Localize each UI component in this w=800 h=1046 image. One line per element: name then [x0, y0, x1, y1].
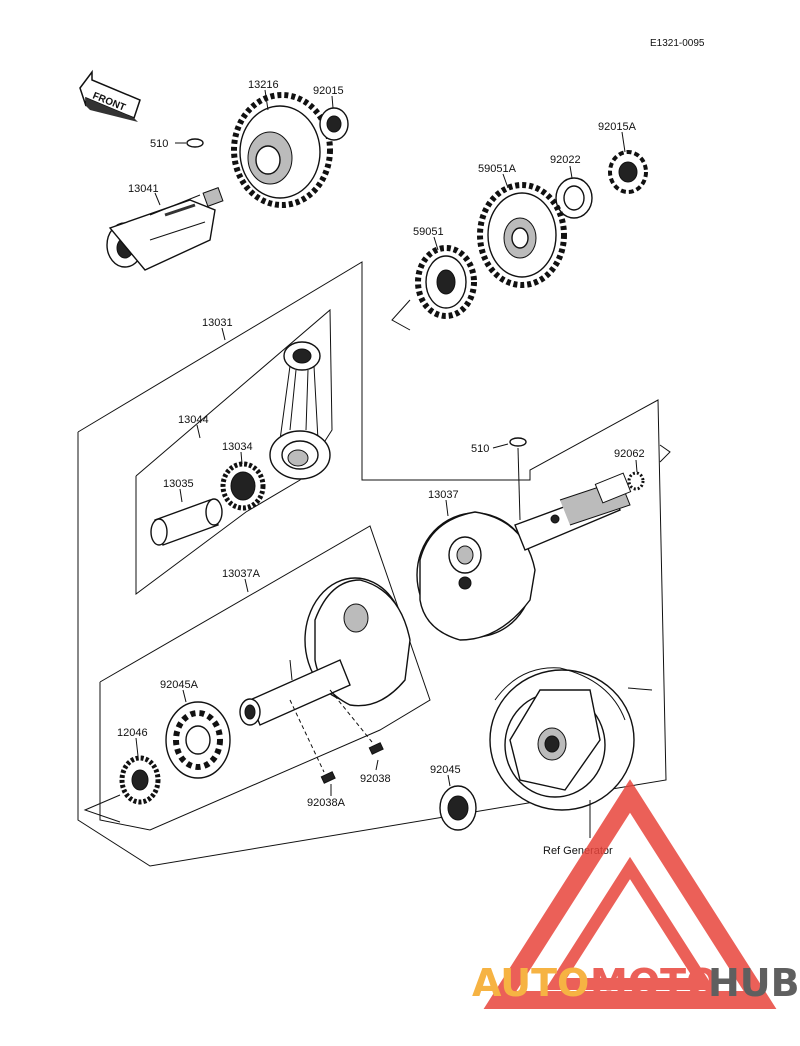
crank-pin-part — [150, 498, 223, 546]
diagram-ref-code: E1321-0095 — [650, 38, 705, 49]
balancer-shaft-part — [106, 187, 224, 271]
gear-13216-part — [231, 92, 333, 208]
label-92015: 92015 — [313, 85, 344, 97]
nut-92015A-part — [608, 150, 648, 194]
main-assembly-outline — [77, 261, 667, 867]
label-510-a: 510 — [150, 138, 168, 150]
label-13044: 13044 — [178, 414, 209, 426]
nut-92015-part — [319, 107, 349, 141]
key-leader — [517, 447, 521, 521]
label-13035: 13035 — [163, 478, 194, 490]
generator-pointer — [627, 687, 653, 691]
automotohub-watermark: AUTO MOTO HUB — [472, 779, 800, 1009]
label-92045: 92045 — [430, 764, 461, 776]
watermark-hub-text: HUB — [708, 961, 800, 1005]
label-92038A: 92038A — [307, 797, 346, 809]
watermark-moto-text: MOTO — [590, 961, 718, 1005]
label-13037: 13037 — [428, 489, 459, 501]
bearing-92045-part — [439, 785, 477, 831]
connecting-rod-outline — [135, 308, 333, 595]
label-13034: 13034 — [222, 441, 253, 453]
washer-92022-part — [555, 177, 593, 219]
label-59051: 59051 — [413, 226, 444, 238]
crankshaft-right-part — [416, 472, 632, 641]
gear-59051-part — [415, 245, 477, 319]
label-12046: 12046 — [117, 727, 148, 739]
leader-lines — [135, 89, 638, 796]
generator-rotor-part — [489, 667, 635, 811]
label-92022: 92022 — [550, 154, 581, 166]
front-arrow-icon: FRONT — [79, 69, 141, 122]
gear-pointer — [391, 299, 411, 331]
label-510-b: 510 — [471, 443, 489, 455]
label-13041: 13041 — [128, 183, 159, 195]
gear-59051A-part — [477, 182, 567, 288]
key-92038A-part — [320, 771, 336, 784]
bearing-92045A-part — [165, 701, 231, 779]
label-92038: 92038 — [360, 773, 391, 785]
connecting-rod-part — [269, 341, 331, 480]
key-510-part-b — [509, 437, 527, 447]
label-92045A: 92045A — [160, 679, 199, 691]
key-leader-a — [289, 699, 325, 773]
crankshaft-left-part — [239, 577, 411, 726]
needle-bearing-part — [220, 461, 266, 511]
spring-bracket — [659, 444, 671, 463]
label-13216: 13216 — [248, 79, 279, 91]
key-510-part — [186, 138, 204, 148]
sprocket-pointer — [83, 794, 121, 823]
label-13031: 13031 — [202, 317, 233, 329]
watermark-auto-text: AUTO — [472, 961, 589, 1005]
label-13037A: 13037A — [222, 568, 261, 580]
key-92038-part — [368, 742, 384, 755]
sprocket-12046-part — [119, 755, 161, 805]
label-92015A: 92015A — [598, 121, 637, 133]
label-92062: 92062 — [614, 448, 645, 460]
crankshaft-left-outline — [99, 525, 431, 831]
spring-92062-part — [627, 471, 645, 491]
label-59051A: 59051A — [478, 163, 517, 175]
